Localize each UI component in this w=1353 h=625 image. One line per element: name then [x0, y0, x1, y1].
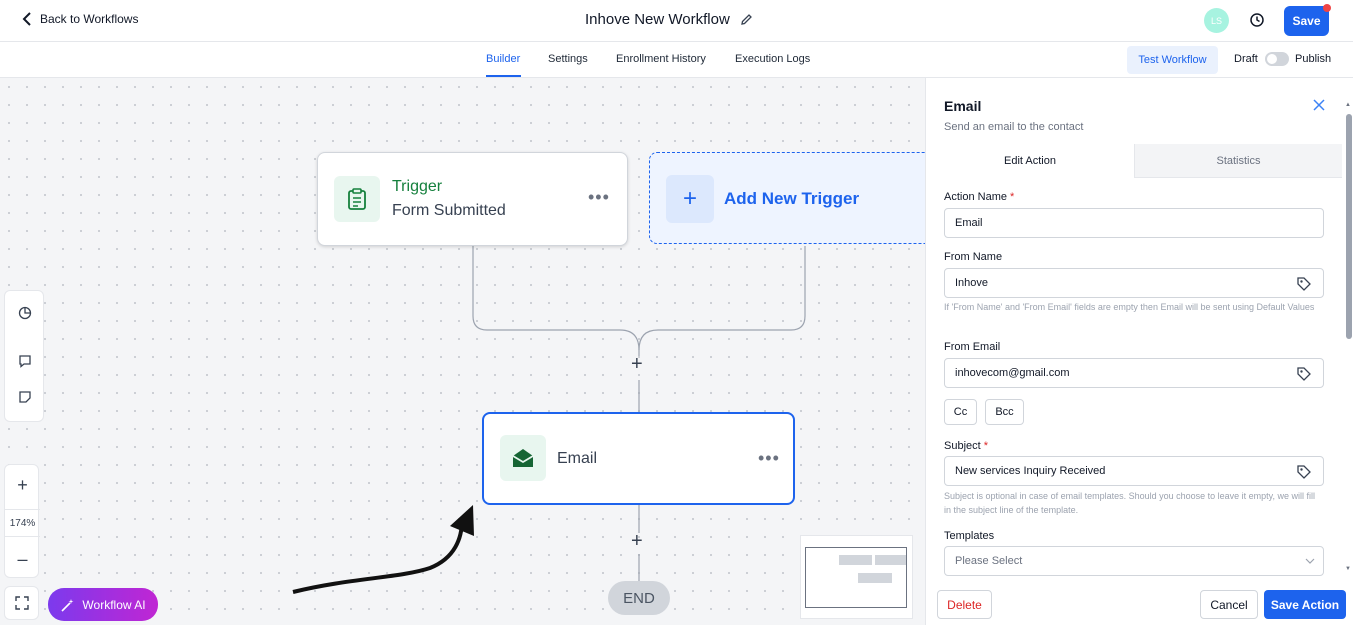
workflow-ai-label: Workflow AI	[82, 597, 146, 612]
email-action-node[interactable]: Email •••	[482, 412, 795, 505]
minimap[interactable]	[800, 535, 913, 619]
templates-select[interactable]: Please Select	[944, 546, 1324, 576]
trigger-subtitle: Form Submitted	[392, 202, 506, 219]
templates-placeholder: Please Select	[955, 555, 1023, 567]
panel-title: Email	[944, 98, 982, 114]
toggle-knob	[1267, 54, 1277, 64]
action-node-label: Email	[557, 450, 598, 467]
publish-toggle[interactable]	[1265, 52, 1289, 66]
comment-icon[interactable]	[5, 341, 45, 381]
tab-edit-action[interactable]: Edit Action	[926, 144, 1135, 178]
add-step-plus-icon[interactable]: +	[631, 530, 643, 552]
save-action-button[interactable]: Save Action	[1264, 590, 1346, 619]
tag-icon[interactable]	[1297, 367, 1311, 381]
add-new-trigger-button[interactable]: + Add New Trigger	[649, 152, 925, 244]
from-name-help-text: If 'From Name' and 'From Email' fields a…	[944, 302, 1315, 312]
from-email-label: From Email	[944, 341, 1001, 353]
from-name-label: From Name	[944, 251, 1003, 263]
unsaved-indicator-dot	[1323, 4, 1331, 12]
more-options-icon[interactable]: •••	[588, 187, 610, 207]
subject-label: Subject *	[944, 440, 989, 452]
pie-chart-icon[interactable]	[5, 293, 45, 333]
workflow-title-text: Inhove New Workflow	[585, 11, 730, 28]
draft-label: Draft	[1234, 53, 1258, 65]
pencil-icon[interactable]	[740, 13, 753, 26]
active-tab-underline	[486, 75, 521, 77]
zoom-in-icon[interactable]: +	[17, 474, 28, 495]
minimap-node	[839, 555, 872, 565]
workflow-canvas[interactable]: Trigger Form Submitted ••• + Add New Tri…	[0, 78, 925, 625]
back-label: Back to Workflows	[40, 12, 139, 26]
action-name-input[interactable]: Email	[944, 208, 1324, 238]
more-options-icon[interactable]: •••	[758, 448, 780, 468]
panel-subtitle: Send an email to the contact	[944, 121, 1084, 133]
test-workflow-button[interactable]: Test Workflow	[1127, 46, 1218, 74]
workflow-title[interactable]: Inhove New Workflow	[585, 11, 753, 28]
tab-statistics[interactable]: Statistics	[1135, 144, 1342, 178]
connector-lines	[472, 246, 806, 581]
bcc-button[interactable]: Bcc	[985, 399, 1024, 425]
zoom-level: 174%	[5, 509, 40, 537]
history-icon[interactable]	[1249, 12, 1265, 28]
publish-label: Publish	[1295, 53, 1332, 65]
sparkle-wand-icon	[61, 598, 74, 612]
subject-input[interactable]: New services Inquiry Received	[944, 456, 1324, 486]
panel-scrollbar[interactable]	[1346, 114, 1352, 339]
clipboard-icon	[334, 176, 380, 222]
trigger-title: Trigger	[392, 178, 443, 195]
end-node: END	[608, 581, 670, 615]
chevron-down-icon	[1305, 558, 1315, 564]
panel-tabs: Edit Action Statistics	[926, 144, 1342, 178]
plus-icon: +	[666, 175, 714, 223]
from-name-input[interactable]: Inhove	[944, 268, 1324, 298]
tag-icon[interactable]	[1297, 465, 1311, 479]
minimap-node	[875, 555, 906, 565]
from-email-value: inhovecom@gmail.com	[955, 367, 1070, 379]
action-name-label: Action Name *	[944, 191, 1015, 203]
tab-settings[interactable]: Settings	[548, 53, 588, 65]
close-icon[interactable]	[1312, 98, 1326, 112]
envelope-open-icon	[500, 435, 546, 481]
back-to-workflows-link[interactable]: Back to Workflows	[22, 12, 138, 26]
trigger-node[interactable]: Trigger Form Submitted •••	[317, 152, 628, 246]
templates-label: Templates	[944, 530, 995, 542]
tag-icon[interactable]	[1297, 277, 1311, 291]
cc-button[interactable]: Cc	[944, 399, 977, 425]
minimap-viewport	[805, 547, 907, 608]
tab-execution-logs[interactable]: Execution Logs	[735, 53, 811, 65]
scroll-down-arrow[interactable]: ▼	[1345, 566, 1351, 572]
workflow-tabs-bar: Builder Settings Enrollment History Exec…	[0, 42, 1353, 78]
subject-help-text: Subject is optional in case of email tem…	[944, 491, 1316, 515]
zoom-controls: + 174% –	[4, 464, 40, 578]
tab-enrollment-history[interactable]: Enrollment History	[616, 53, 706, 65]
minimap-node	[858, 573, 892, 583]
avatar[interactable]: LS	[1204, 8, 1229, 33]
add-step-plus-icon[interactable]: +	[631, 353, 643, 375]
from-email-input[interactable]: inhovecom@gmail.com	[944, 358, 1324, 388]
add-trigger-label: Add New Trigger	[724, 189, 860, 208]
canvas-toolbox	[4, 290, 44, 422]
action-settings-panel: Email Send an email to the contact Edit …	[925, 78, 1353, 625]
sticky-note-icon[interactable]	[5, 377, 45, 417]
fit-to-screen-icon[interactable]	[4, 586, 39, 620]
from-name-value: Inhove	[955, 277, 989, 289]
top-header: Back to Workflows Inhove New Workflow LS…	[0, 0, 1353, 42]
zoom-out-icon[interactable]: –	[17, 548, 28, 569]
scroll-up-arrow[interactable]: ▲	[1345, 102, 1351, 108]
subject-value: New services Inquiry Received	[955, 465, 1106, 477]
save-button[interactable]: Save	[1284, 6, 1329, 36]
arrow-annotation	[292, 505, 474, 594]
chevron-left-icon	[22, 12, 31, 26]
workflow-ai-button[interactable]: Workflow AI	[48, 588, 158, 621]
cancel-button[interactable]: Cancel	[1200, 590, 1258, 619]
delete-button[interactable]: Delete	[937, 590, 992, 619]
tab-builder[interactable]: Builder	[486, 53, 521, 65]
